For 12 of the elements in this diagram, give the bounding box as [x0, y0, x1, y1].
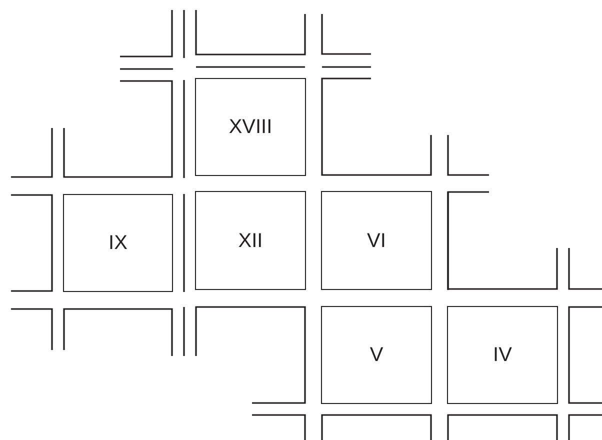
city-block [195, 78, 306, 176]
block-number: XVIII [228, 117, 272, 137]
block-number: VI [367, 230, 386, 250]
block-number: IV [493, 345, 512, 365]
city-block [447, 306, 558, 404]
city-block [63, 194, 173, 292]
block-number: V [370, 345, 384, 365]
block-number: IX [108, 233, 128, 253]
city-block [195, 191, 306, 290]
city-block [321, 191, 432, 290]
city-block [321, 306, 432, 404]
block-number: XII [238, 230, 263, 250]
